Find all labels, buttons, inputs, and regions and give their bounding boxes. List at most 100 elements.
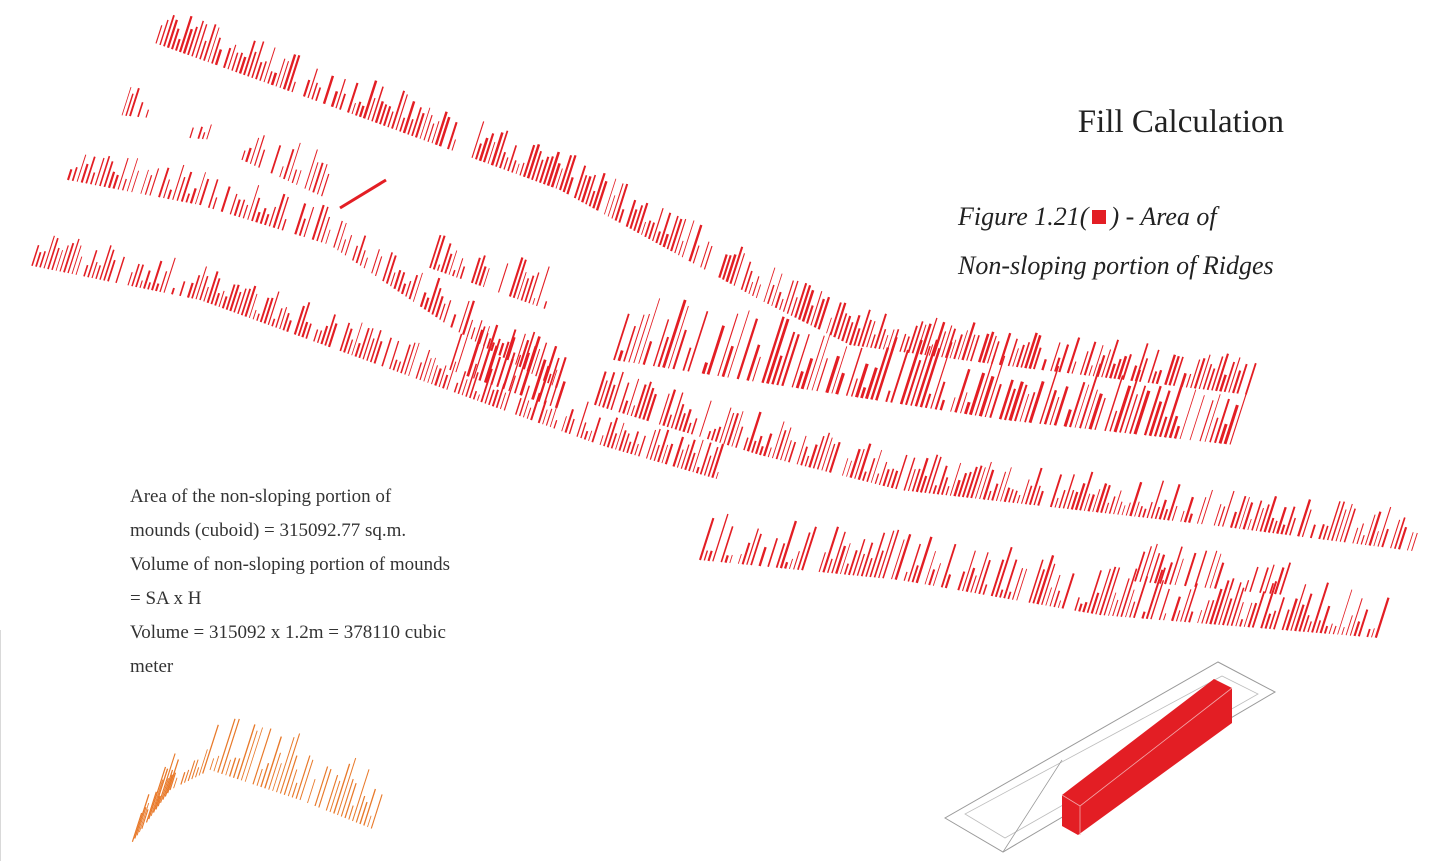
ridge-hatch-mark [515,333,526,365]
ridge-hatch-mark [603,421,613,447]
ridge-hatch-mark [195,266,208,300]
ridge-hatch-mark [35,251,42,267]
ridge-hatch-mark [688,452,696,472]
ridge-hatch-mark [592,172,606,209]
ridge-hatch-mark [723,412,735,445]
ridge-hatch-mark [1109,410,1118,432]
ridge-hatch-mark [835,372,845,395]
ridge-hatch-mark [1326,501,1341,541]
ridge-hatch-mark [1315,620,1322,634]
ridge-hatch-mark [466,329,484,377]
ridge-hatch-mark [1058,344,1070,373]
ridge-hatch-mark [456,258,464,278]
ridge-hatch-mark [1335,509,1347,542]
ridge-hatch-mark [755,284,762,299]
ridge-hatch-mark [252,728,272,785]
ridge-hatch-mark [434,368,442,386]
ridge-hatch-mark [831,531,846,574]
ridge-hatch-mark [225,284,236,310]
ridge-hatch-mark [129,87,140,117]
ridge-hatch-mark [518,339,530,368]
ridge-hatch-mark [1371,628,1375,638]
ridge-hatch-mark [212,197,218,210]
ridge-hatch-mark [231,52,239,71]
ridge-hatch-mark [657,336,670,368]
ridge-hatch-mark [860,542,874,577]
ridge-hatch-mark [895,454,908,490]
ridge-hatch-mark [965,567,976,593]
ridge-hatch-mark [85,156,96,184]
ridge-hatch-mark [469,372,479,399]
ridge-hatch-mark [1154,506,1161,520]
ridge-hatch-mark [1003,388,1017,421]
ridge-hatch-mark [390,272,396,287]
ridge-hatch-mark [71,167,78,182]
ridge-hatch-mark [549,378,560,407]
ridge-hatch-mark [240,288,252,316]
ridge-hatch-mark [1163,613,1167,621]
ridge-hatch-mark [550,163,561,188]
ridge-hatch-mark [320,325,329,345]
ridge-hatch-mark [134,794,150,839]
ridge-hatch-mark [405,280,412,297]
ridge-hatch-mark [195,24,208,59]
ridge-hatch-mark [127,272,133,286]
ridge-hatch-mark [1272,520,1278,534]
ridge-hatch-mark [39,251,46,268]
ridge-hatch-mark [686,422,692,434]
ridge-hatch-mark [1343,508,1356,543]
ridge-hatch-mark [478,266,487,286]
ridge-hatch-mark [268,206,277,227]
ridge-hatch-mark [741,542,751,565]
ridge-hatch-mark [1223,404,1239,445]
ridge-hatch-mark [189,127,194,139]
ridge-hatch-mark [806,305,814,324]
ridge-hatch-mark [535,159,544,182]
ridge-hatch-mark [1151,371,1158,384]
ridge-hatch-mark [712,513,729,562]
ridge-hatch-mark [1209,417,1219,443]
ridge-hatch-mark [307,68,318,99]
ridge-hatch-mark [296,170,302,185]
ridge-hatch-mark [1104,502,1110,514]
ridge-hatch-mark [911,468,921,492]
ridge-hatch-mark [763,267,776,303]
ridge-hatch-mark [1039,365,1060,425]
ridge-hatch-mark [644,220,652,238]
ridge-hatch-mark [1129,601,1136,618]
page-edge-rule [0,630,1,861]
ridge-hatch-mark [327,323,338,348]
ridge-hatch-mark [225,759,232,776]
ridge-hatch-mark [251,41,265,79]
ridge-hatch-mark [199,275,209,301]
ridge-hatch-mark [1228,357,1241,393]
ridge-hatch-mark [1319,605,1331,634]
ridge-hatch-mark [604,178,617,215]
ridge-hatch-mark [1206,368,1216,391]
ridge-hatch-mark [827,558,833,574]
ridge-hatch-mark [907,469,916,492]
ridge-hatch-mark [845,347,863,396]
ridge-hatch-mark [726,412,739,446]
ridge-hatch-mark [1239,496,1250,529]
ridge-hatch-mark [1015,344,1025,368]
ridge-hatch-mark [796,435,807,465]
ridge-hatch-mark [588,190,596,207]
ridge-hatch-mark [282,312,290,331]
ridge-hatch-mark [419,349,431,381]
ridge-hatch-mark [559,154,573,191]
ridge-hatch-mark [229,284,240,312]
ridge-hatch-mark [555,168,563,189]
ridge-hatch-mark [1309,524,1316,539]
ridge-hatch-mark [1377,506,1392,547]
ridge-hatch-mark [825,443,836,472]
ridge-hatch-mark [735,426,744,448]
ridge-hatch-mark [828,441,841,473]
ridge-hatch-mark [458,300,470,333]
ridge-hatch-mark [175,38,181,51]
ridge-hatch-mark [775,430,787,460]
ridge-hatch-mark [189,188,197,204]
ridge-hatch-mark [76,154,87,182]
ridge-hatch-mark [963,401,971,415]
ridge-hatch-mark [186,282,194,298]
